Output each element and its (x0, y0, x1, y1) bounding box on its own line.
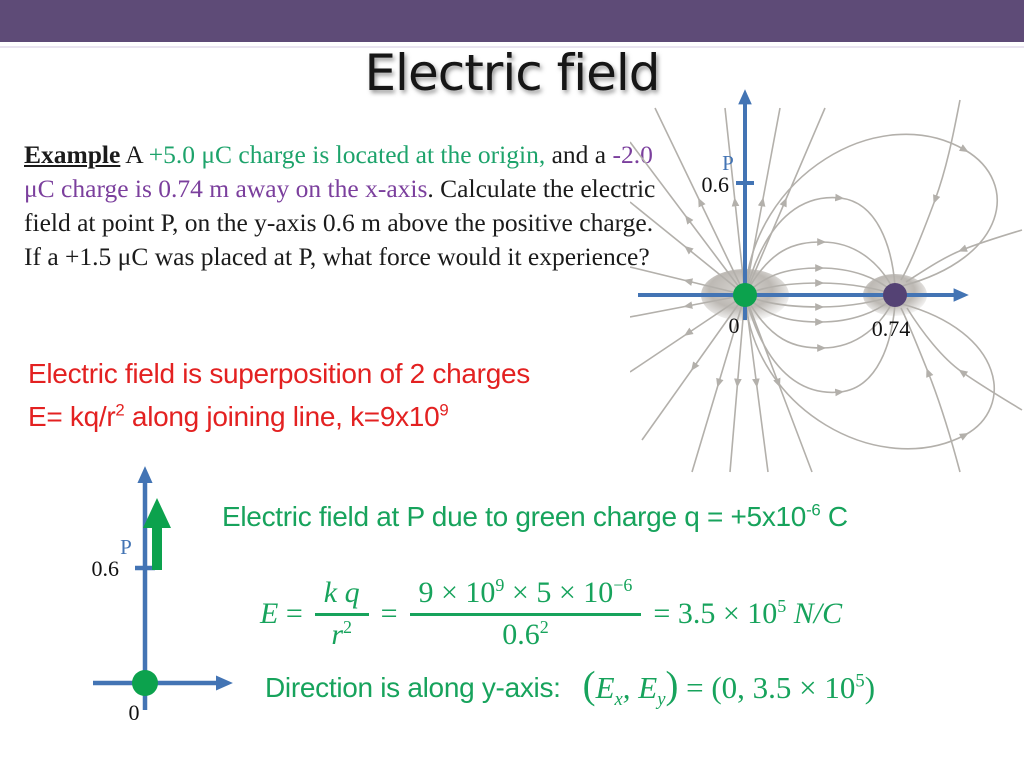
arrow-head (143, 498, 171, 528)
field-line (724, 107, 746, 296)
origin-label: 0 (729, 313, 740, 338)
field-line (744, 294, 896, 397)
formula-lhs: E = (260, 597, 303, 630)
point-p-label: P (120, 535, 132, 559)
direction-row: Direction is along y-axis: (Ex, Ey) = (0… (265, 660, 875, 716)
field-line (630, 294, 746, 373)
header-underline (0, 46, 1024, 48)
origin-label: 0 (129, 700, 140, 725)
fraction-numerator: 9 × 109 × 5 × 10−6 (409, 576, 642, 616)
field-line (744, 294, 995, 450)
note-line-coulomb-constant: E= kq/r2 along joining line, k=9x109 (28, 400, 449, 432)
formula-equals: = (380, 597, 398, 630)
field-line (630, 294, 746, 318)
field-line (691, 294, 746, 473)
field-lines (630, 99, 1023, 473)
example-text: Example A +5.0 μC charge is located at t… (24, 140, 656, 271)
fraction-denominator: r2 (331, 617, 352, 651)
page-title: Electric field (364, 44, 660, 102)
field-line (744, 279, 894, 296)
field-vector-arrow (143, 498, 171, 570)
field-formula: E = k q r2 = 9 × 109 × 5 × 10−6 0.62 = 3… (260, 570, 842, 658)
arrow-shaft (152, 524, 162, 570)
field-line (630, 266, 746, 296)
fraction-numerator: k q (314, 576, 369, 616)
field-line (641, 294, 746, 441)
direction-vector: (Ex, Ey) = (0, 3.5 × 105) (582, 664, 876, 711)
field-line (744, 294, 894, 311)
field-line (900, 307, 961, 473)
y-tick-label: 0.6 (92, 556, 120, 581)
field-line (630, 201, 746, 296)
solution-heading: Electric field at P due to green charge … (222, 500, 848, 532)
notes-block: Electric field is superposition of 2 cha… (28, 352, 530, 438)
fraction-kq-over-r2: k q r2 (314, 576, 369, 652)
field-line (654, 107, 746, 296)
field-line (744, 294, 895, 326)
field-line (744, 107, 781, 296)
axes-diagram: P 0.6 0 (92, 466, 233, 725)
y-tick-label: 0.6 (702, 172, 730, 197)
positive-charge (132, 670, 158, 696)
note-line-superposition: Electric field is superposition of 2 cha… (28, 358, 530, 389)
field-line (630, 141, 746, 296)
field-lines-diagram: P 0.6 0 0.74 (630, 89, 1023, 473)
formula-result: = 3.5 × 105 N/C (653, 596, 843, 630)
field-line (906, 307, 1023, 411)
field-line (744, 107, 826, 296)
field-line (744, 264, 895, 296)
positive-charge (733, 283, 757, 307)
field-line (729, 294, 746, 473)
fraction-denominator: 0.62 (502, 617, 549, 651)
field-line (744, 294, 895, 352)
field-line (744, 238, 895, 296)
point-p-label: P (722, 151, 734, 175)
field-line (744, 193, 896, 296)
field-line (744, 133, 998, 296)
field-line (900, 99, 961, 281)
field-line (905, 229, 1023, 283)
x-tick-label: 0.74 (872, 316, 911, 341)
direction-label: Direction is along y-axis: (265, 672, 561, 703)
header-bar (0, 0, 1024, 42)
negative-charge (883, 283, 907, 307)
fraction-numeric: 9 × 109 × 5 × 10−6 0.62 (409, 576, 642, 652)
